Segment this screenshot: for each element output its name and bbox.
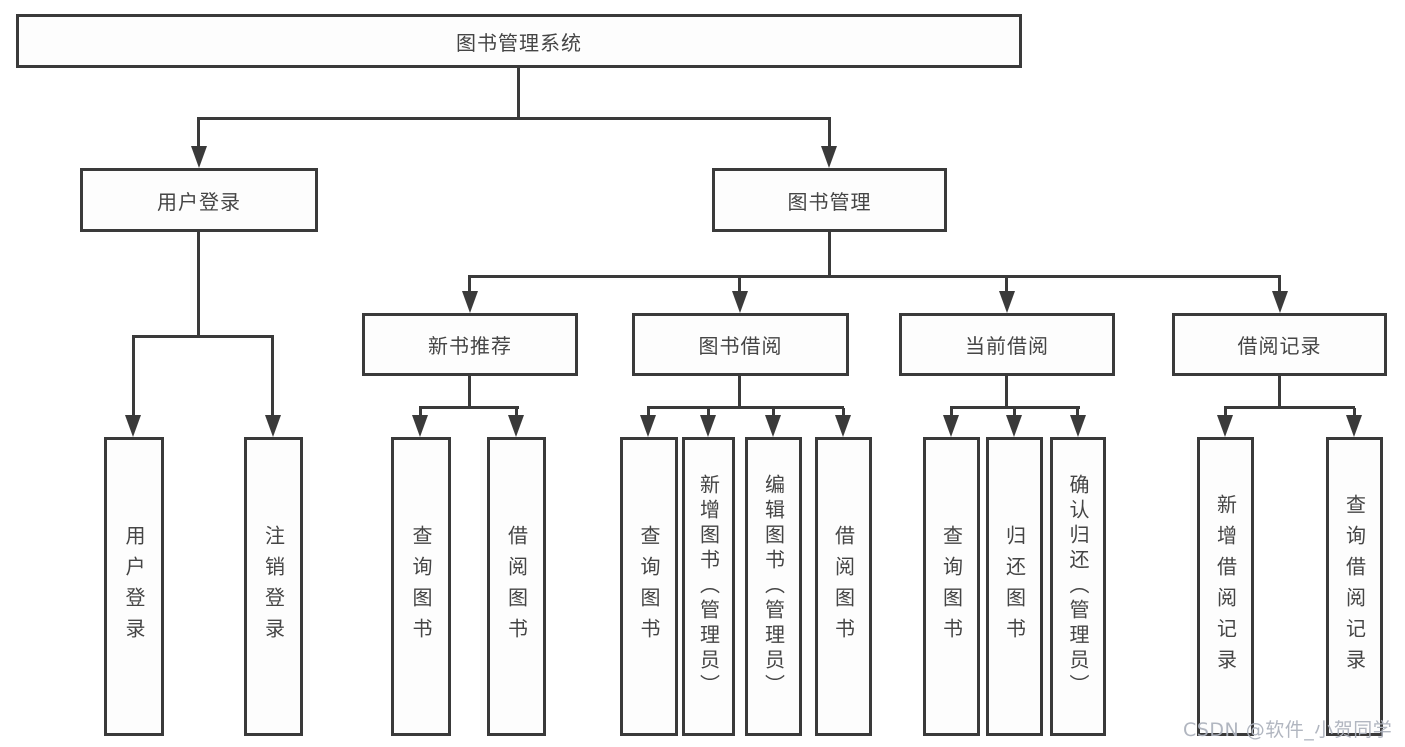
node-label: 借阅记录: [1237, 334, 1322, 358]
connector-line: [1005, 277, 1008, 295]
connector-line: [647, 408, 650, 418]
leaf-return-book: 归还图书: [986, 437, 1043, 736]
connector-line: [197, 232, 200, 338]
node-label: 图书借阅: [698, 334, 783, 358]
connector-line: [515, 408, 518, 418]
connector-line: [707, 408, 710, 418]
connector-line: [647, 406, 844, 409]
arrow-down-icon: [265, 415, 281, 437]
arrow-down-icon: [1006, 415, 1022, 437]
leaf-add-book-admin: 新增图书（管理员）: [682, 437, 735, 736]
arrow-down-icon: [835, 415, 851, 437]
arrow-down-icon: [732, 291, 748, 313]
connector-line: [1353, 408, 1356, 418]
connector-line: [468, 275, 1281, 278]
connector-line: [468, 277, 471, 295]
arrow-down-icon: [999, 291, 1015, 313]
connector-line: [950, 408, 953, 418]
connector-line: [738, 376, 741, 408]
arrow-down-icon: [700, 415, 716, 437]
connector-line: [828, 119, 831, 149]
arrow-down-icon: [640, 415, 656, 437]
arrow-down-icon: [1070, 415, 1086, 437]
connector-line: [772, 408, 775, 418]
node-new-book-recommend: 新书推荐: [362, 313, 578, 376]
node-label: 查询图书: [939, 524, 964, 649]
connector-line: [1224, 406, 1355, 409]
node-label: 当前借阅: [965, 334, 1049, 358]
node-label: 借阅图书: [504, 524, 529, 649]
leaf-query-borrow-record: 查询借阅记录: [1326, 437, 1383, 736]
node-label: 归还图书: [1002, 524, 1027, 649]
connector-line: [950, 406, 1080, 409]
arrow-down-icon: [191, 146, 207, 168]
node-label: 新增图书（管理员）: [696, 474, 721, 699]
connector-line: [517, 68, 520, 120]
node-label: 查询借阅记录: [1342, 493, 1367, 680]
arrow-down-icon: [508, 415, 524, 437]
arrow-down-icon: [125, 415, 141, 437]
leaf-query-book-recommend: 查询图书: [391, 437, 451, 736]
node-label: 确认归还（管理员）: [1066, 474, 1090, 699]
leaf-query-book-borrowing: 查询图书: [620, 437, 678, 736]
leaf-borrow-book: 借阅图书: [815, 437, 872, 736]
node-borrow-records: 借阅记录: [1172, 313, 1387, 376]
arrow-down-icon: [1217, 415, 1233, 437]
leaf-logout-login: 注销登录: [244, 437, 303, 736]
node-label: 编辑图书（管理员）: [761, 474, 786, 699]
node-label: 新增借阅记录: [1213, 493, 1238, 680]
connector-line: [419, 406, 519, 409]
node-label: 用户登录: [122, 524, 146, 649]
node-label: 用户登录: [157, 189, 241, 214]
leaf-confirm-return-admin: 确认归还（管理员）: [1050, 437, 1106, 736]
node-book-management: 图书管理: [712, 168, 947, 232]
connector-line: [1005, 376, 1008, 408]
connector-line: [1013, 408, 1016, 418]
node-library-management-system: 图书管理系统: [16, 14, 1022, 68]
node-label: 注销登录: [261, 524, 286, 649]
node-label: 新书推荐: [428, 334, 512, 358]
connector-line: [1224, 408, 1227, 418]
leaf-borrow-book-recommend: 借阅图书: [487, 437, 546, 736]
connector-line: [1278, 277, 1281, 295]
node-current-borrowing: 当前借阅: [899, 313, 1115, 376]
arrow-down-icon: [1272, 291, 1288, 313]
node-label: 查询图书: [409, 524, 433, 649]
arrow-down-icon: [821, 146, 837, 168]
leaf-query-book-current: 查询图书: [923, 437, 980, 736]
arrow-down-icon: [1346, 415, 1362, 437]
node-user-login: 用户登录: [80, 168, 318, 232]
leaf-add-borrow-record: 新增借阅记录: [1197, 437, 1254, 736]
arrow-down-icon: [412, 415, 428, 437]
connector-line: [738, 277, 741, 295]
node-label: 图书管理: [787, 189, 872, 214]
connector-line: [197, 117, 831, 120]
arrow-down-icon: [943, 415, 959, 437]
arrow-down-icon: [765, 415, 781, 437]
node-book-borrowing: 图书借阅: [632, 313, 849, 376]
leaf-user-login: 用户登录: [104, 437, 164, 736]
connector-line: [132, 335, 274, 338]
connector-line: [132, 337, 135, 417]
connector-line: [197, 119, 200, 149]
connector-line: [842, 408, 845, 418]
node-label: 借阅图书: [831, 524, 856, 649]
connector-line: [828, 232, 831, 277]
leaf-edit-book-admin: 编辑图书（管理员）: [745, 437, 802, 736]
node-label: 查询图书: [637, 524, 661, 649]
arrow-down-icon: [462, 291, 478, 313]
connector-line: [1076, 408, 1079, 418]
connector-line: [468, 376, 471, 408]
connector-line: [1278, 376, 1281, 408]
csdn-watermark: CSDN @软件_小贺同学: [1183, 719, 1393, 741]
node-label: 图书管理系统: [456, 30, 582, 55]
connector-line: [271, 337, 274, 417]
connector-line: [419, 408, 422, 418]
